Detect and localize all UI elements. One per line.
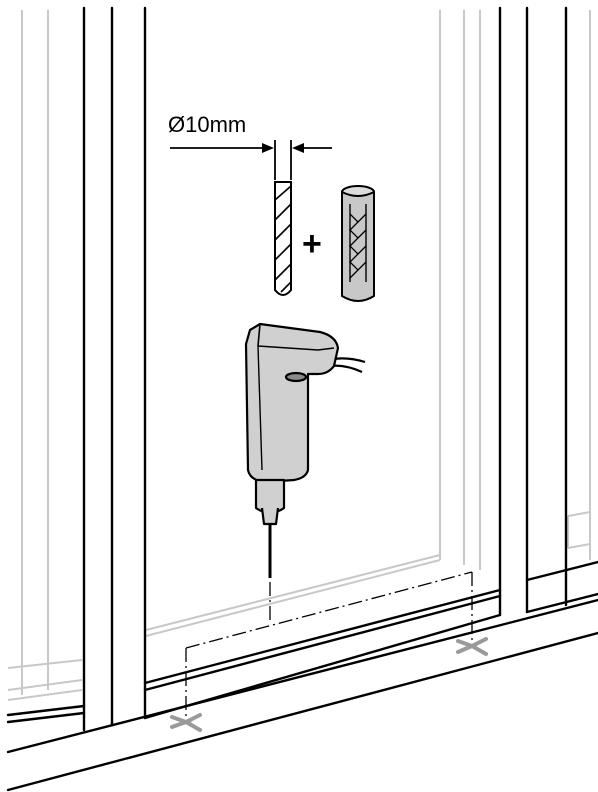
drill-diameter-label: Ø10mm [168, 112, 247, 137]
background-frame [7, 10, 591, 701]
dimension-lines [170, 140, 332, 180]
cabinet-structure [6, 6, 598, 792]
drill-bit-icon [274, 181, 292, 296]
power-drill-icon [244, 322, 366, 578]
plus-sign: + [302, 225, 322, 263]
wall-plug-icon [341, 185, 375, 302]
layout-lines [185, 571, 473, 722]
alignment-mark-icon [170, 637, 488, 732]
